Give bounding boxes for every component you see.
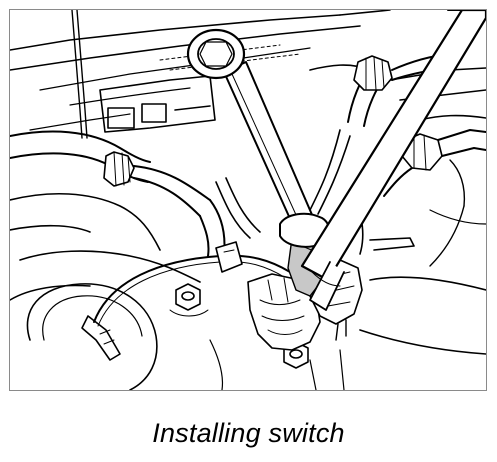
lower-body-contours	[10, 193, 201, 390]
wire-cable	[93, 241, 291, 327]
bolt-left	[169, 283, 209, 317]
right-hoses	[347, 53, 486, 267]
socket-extension-bar	[300, 10, 486, 311]
installation-line-drawing	[10, 10, 486, 390]
left-hoses	[10, 130, 226, 257]
lower-right-contours	[209, 209, 486, 390]
wire-harness	[215, 129, 364, 255]
engine-bay-background	[10, 10, 486, 139]
figure-caption: Installing switch	[152, 418, 345, 448]
ring-wrench-icon	[186, 28, 331, 248]
figure-frame	[9, 9, 487, 391]
